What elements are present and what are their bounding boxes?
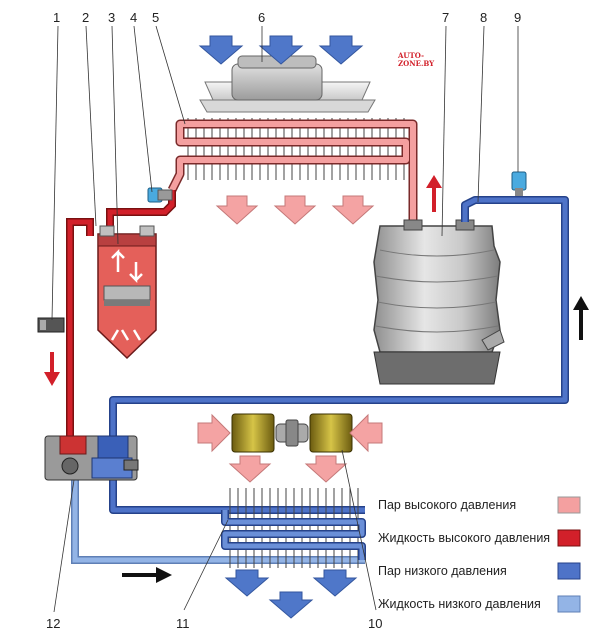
flow-arrow-right-black <box>122 567 172 583</box>
flow-arrow-up-red <box>426 175 442 212</box>
condenser-fan <box>199 55 376 113</box>
legend-swatch-lp-liquid <box>557 595 581 613</box>
callout-2: 2 <box>82 10 89 25</box>
callout-3: 3 <box>108 10 115 25</box>
watermark-line1: AUTO- <box>397 51 424 60</box>
callout-numbers: 1 2 3 4 5 6 7 8 9 10 11 12 <box>46 10 521 631</box>
flow-arrow-down-red <box>44 352 60 386</box>
callout-8: 8 <box>480 10 487 25</box>
legend-label-hp-liquid: Жидкость высокого давления <box>378 531 550 545</box>
legend-swatch-hp-vapor <box>557 496 581 514</box>
evaporator-blower <box>231 413 353 453</box>
callout-10: 10 <box>368 616 382 631</box>
legend-swatch-lp-vapor <box>557 562 581 580</box>
callout-1: 1 <box>53 10 60 25</box>
receiver-dryer <box>97 225 157 360</box>
callout-4: 4 <box>130 10 137 25</box>
evaporator <box>221 488 366 568</box>
legend-swatch-hp-liquid <box>557 529 581 547</box>
compressor <box>373 219 505 385</box>
airflow-arrows-bottom <box>224 569 358 619</box>
callout-11: 11 <box>176 616 190 631</box>
legend-label-lp-liquid: Жидкость низкого давления <box>378 597 541 611</box>
callout-leaders <box>51 25 519 613</box>
airflow-arrows-top <box>198 35 364 65</box>
airflow-arrows-blower <box>197 413 383 483</box>
watermark-line2: ZONE.BY <box>398 59 435 68</box>
expansion-valve <box>44 435 139 481</box>
high-pressure-switch <box>147 187 173 203</box>
callout-12: 12 <box>46 616 60 631</box>
high-side-service-valve <box>37 317 65 333</box>
condenser <box>167 118 418 222</box>
airflow-arrows-out-condenser <box>215 195 375 225</box>
callout-9: 9 <box>514 10 521 25</box>
legend-label-hp-vapor: Пар высокого давления <box>378 498 516 512</box>
legend: Пар высокого давления Жидкость высокого … <box>378 496 581 613</box>
callout-7: 7 <box>442 10 449 25</box>
low-side-service-valve <box>511 171 527 196</box>
callout-6: 6 <box>258 10 265 25</box>
legend-label-lp-vapor: Пар низкого давления <box>378 564 507 578</box>
flow-arrow-up-black <box>573 296 589 340</box>
callout-5: 5 <box>152 10 159 25</box>
watermark: AUTO- ZONE.BY <box>397 51 435 68</box>
